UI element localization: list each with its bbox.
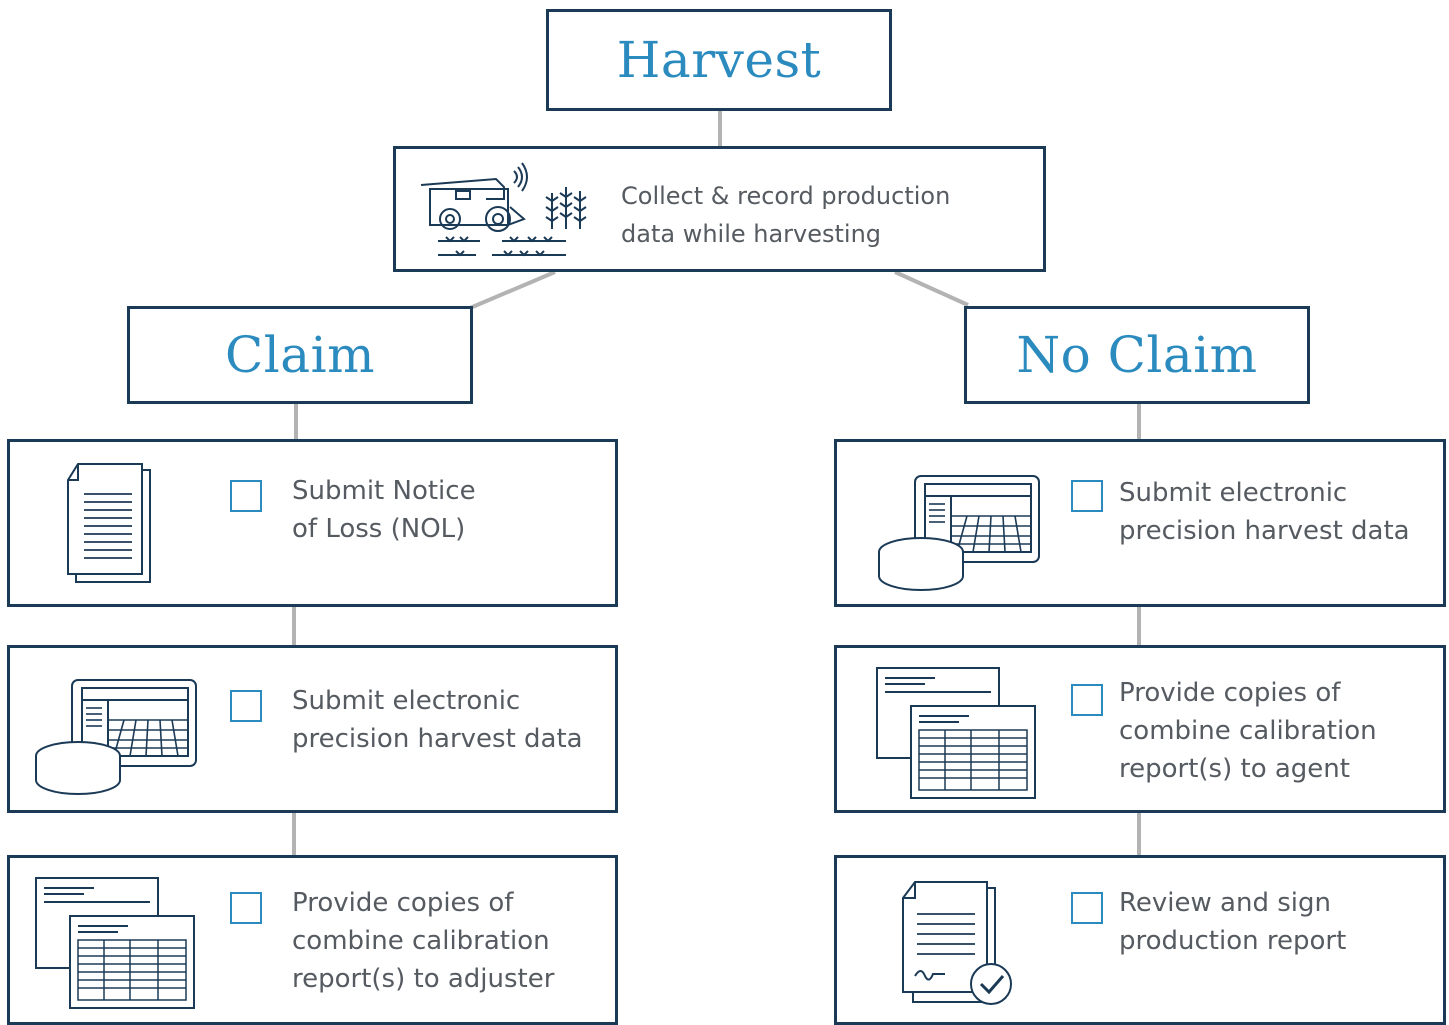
claim-step-line: combine calibration — [292, 926, 550, 956]
claim-step-box: Submit Notice of Loss (NOL) — [7, 439, 618, 607]
no-claim-step-line: production report — [1119, 926, 1347, 956]
monitor-database-icon — [30, 676, 200, 796]
no-claim-step-box: Review and sign production report — [834, 855, 1446, 1025]
connector-claim-step3 — [292, 812, 296, 858]
claim-step-line: precision harvest data — [292, 724, 583, 754]
claim-step-line: Provide copies of — [292, 888, 514, 918]
no-claim-step-checkbox[interactable] — [1071, 684, 1103, 716]
no-claim-step-text: Review and sign production report — [1119, 884, 1346, 960]
no-claim-step-line: Provide copies of — [1119, 678, 1341, 708]
claim-step-text: Submit Notice of Loss (NOL) — [292, 472, 476, 548]
connector-harvest-collect — [718, 110, 722, 148]
claim-step-line: Submit Notice — [292, 476, 476, 506]
claim-step-text: Provide copies of combine calibration re… — [292, 884, 554, 998]
collect-text: Collect & record production data while h… — [621, 177, 950, 253]
collect-box: Collect & record production data while h… — [393, 146, 1046, 272]
claim-step-box: Provide copies of combine calibration re… — [7, 855, 618, 1025]
combine-harvester-icon — [416, 157, 596, 262]
no-claim-title-box: No Claim — [964, 306, 1310, 404]
no-claim-step-text: Provide copies of combine calibration re… — [1119, 674, 1377, 788]
no-claim-step-box: Submit electronic precision harvest data — [834, 439, 1446, 607]
collect-text-line: Collect & record production — [621, 182, 951, 210]
spreadsheets-icon — [34, 876, 204, 1011]
no-claim-title: No Claim — [1016, 326, 1258, 384]
no-claim-step-line: Submit electronic — [1119, 478, 1348, 508]
claim-step-line: Submit electronic — [292, 686, 521, 716]
claim-step-box: Submit electronic precision harvest data — [7, 645, 618, 813]
no-claim-step-box: Provide copies of combine calibration re… — [834, 645, 1446, 813]
connector-noclaim-step2 — [1137, 606, 1141, 648]
signed-report-icon — [899, 880, 1019, 1010]
collect-text-line: data while harvesting — [621, 220, 882, 248]
connector-claim-step2 — [292, 606, 296, 648]
claim-step-checkbox[interactable] — [230, 480, 262, 512]
claim-title-box: Claim — [127, 306, 473, 404]
connector-noclaim-step3 — [1137, 812, 1141, 858]
harvest-title: Harvest — [616, 31, 822, 89]
spreadsheets-icon — [875, 666, 1045, 801]
no-claim-step-line: report(s) to agent — [1119, 754, 1350, 784]
no-claim-step-checkbox[interactable] — [1071, 480, 1103, 512]
monitor-database-icon — [873, 472, 1043, 592]
harvest-title-box: Harvest — [546, 9, 892, 111]
connector-claim-step1 — [294, 403, 298, 441]
no-claim-step-line: precision harvest data — [1119, 516, 1410, 546]
no-claim-step-line: Review and sign — [1119, 888, 1331, 918]
claim-title: Claim — [225, 326, 375, 384]
connector-noclaim-step1 — [1137, 403, 1141, 441]
no-claim-step-line: combine calibration — [1119, 716, 1377, 746]
document-icon — [64, 462, 164, 587]
claim-step-line: report(s) to adjuster — [292, 964, 555, 994]
claim-step-checkbox[interactable] — [230, 892, 262, 924]
claim-step-line: of Loss (NOL) — [292, 514, 466, 544]
claim-step-text: Submit electronic precision harvest data — [292, 682, 583, 758]
no-claim-step-checkbox[interactable] — [1071, 892, 1103, 924]
no-claim-step-text: Submit electronic precision harvest data — [1119, 474, 1410, 550]
claim-step-checkbox[interactable] — [230, 690, 262, 722]
